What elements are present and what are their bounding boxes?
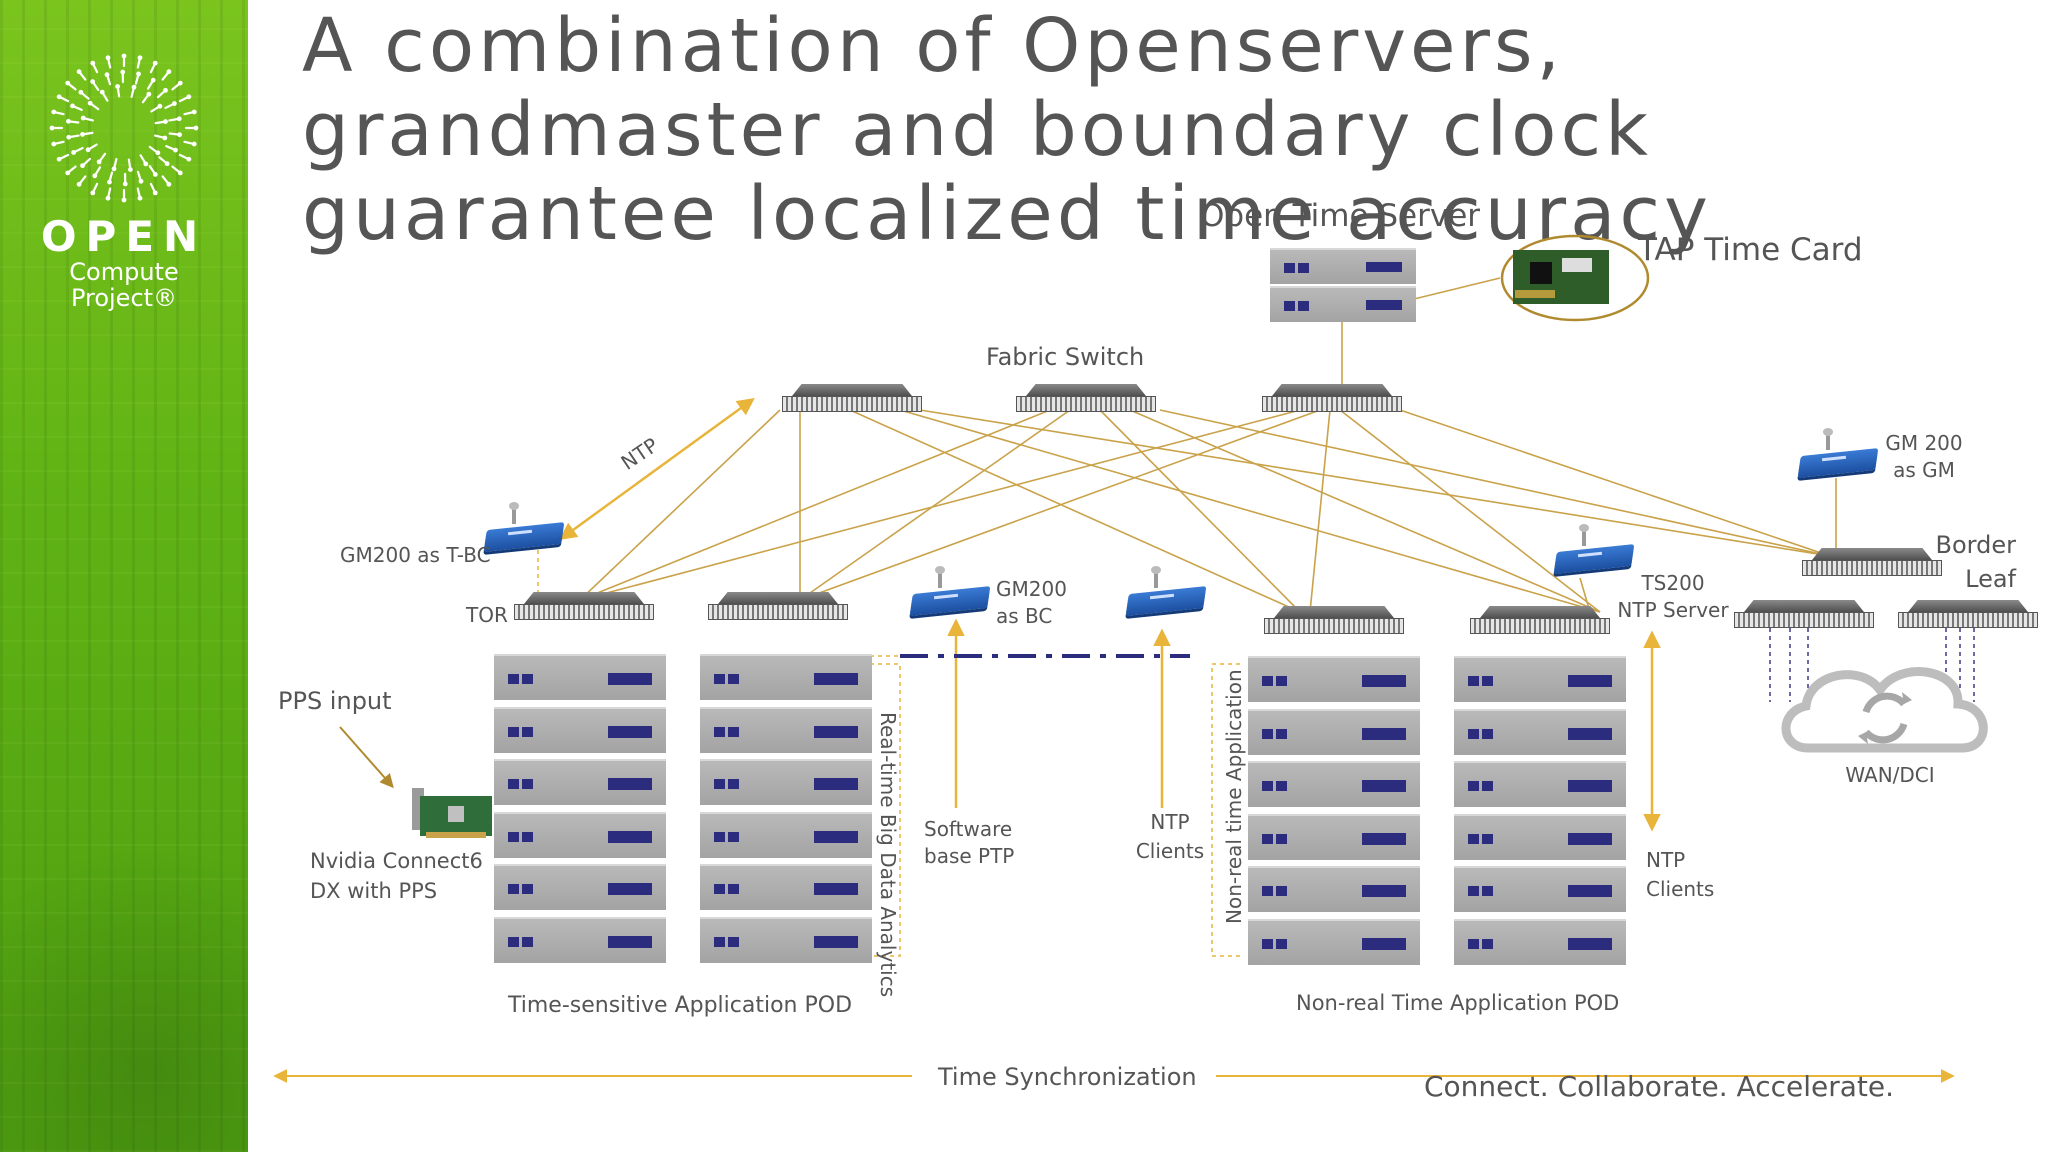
server-icon (494, 864, 666, 911)
realtime-analytics-label: Real-time Big Data Analytics (876, 712, 900, 998)
server-icon (1248, 813, 1420, 860)
nic-card-icon (412, 788, 492, 838)
server-icon (1454, 866, 1626, 913)
tagline: Connect. Collaborate. Accelerate. (1424, 1070, 1895, 1103)
ocp-logo-icon (49, 53, 199, 203)
gm200-tbc-label: GM200 as T-BC (340, 543, 491, 567)
nonrealtime-app-label: Non-real time Application (1222, 669, 1246, 924)
grandmaster-icon (483, 502, 565, 554)
open-time-server-unit (1270, 286, 1416, 322)
border-leaf-switch-icon (1734, 600, 1874, 630)
fabric-switch-label: Fabric Switch (986, 343, 1145, 371)
server-icon (494, 759, 666, 806)
server-icon (1454, 656, 1626, 702)
server-icon (1248, 708, 1420, 755)
slide-title: A combination of Openservers, grandmaste… (302, 3, 1712, 257)
server-icon (494, 654, 666, 700)
grandmaster-icon (909, 566, 991, 618)
server-icon (700, 706, 872, 753)
leaf-switch-icon (1264, 606, 1404, 636)
fabric-switch-icon (782, 384, 922, 414)
grandmaster-icon (1553, 524, 1635, 576)
server-icon (1454, 761, 1626, 808)
ts-pod-label: Time-sensitive Application POD (508, 993, 853, 1018)
server-icon (700, 811, 872, 858)
border-leaf-switch-icon (1802, 548, 1942, 578)
server-icon (1248, 761, 1420, 808)
server-icon (1454, 813, 1626, 860)
wan-dci-label: WAN/DCI (1845, 763, 1935, 787)
open-time-server-unit (1270, 248, 1416, 284)
border-leaf-switch-icon (1898, 600, 2038, 630)
sidebar-shade (0, 732, 248, 1152)
server-icon (494, 706, 666, 753)
tor-label: TOR (466, 603, 508, 627)
open-time-server-label: Open Time Server (1200, 198, 1481, 234)
pps-input-label: PPS input (278, 687, 392, 715)
server-icon (700, 917, 872, 963)
server-icon (1454, 919, 1626, 965)
server-icon (1248, 656, 1420, 702)
tor-switch-icon (514, 592, 654, 622)
server-icon (700, 759, 872, 806)
brand-sidebar: OPEN Compute Project® (0, 0, 248, 1152)
grandmaster-icon (1797, 428, 1879, 480)
grandmaster-icon (1125, 566, 1207, 618)
fabric-switch-icon (1262, 384, 1402, 414)
brand-wordmark: OPEN (40, 212, 208, 261)
server-icon (1248, 866, 1420, 913)
nrt-pod-label: Non-real Time Application POD (1296, 991, 1620, 1015)
cloud-sync-icon (1781, 667, 1988, 753)
brand-project: Project® (70, 284, 178, 312)
leaf-switch-icon (1470, 606, 1610, 636)
wan-links (1769, 628, 1975, 702)
server-icon (1248, 919, 1420, 965)
tap-time-card-label: TAP Time Card (1638, 232, 1863, 268)
server-icon (700, 654, 872, 700)
time-card-icon (1513, 250, 1609, 304)
fabric-links (579, 277, 1837, 613)
server-icon (494, 917, 666, 963)
server-icon (1454, 708, 1626, 755)
tor-switch-icon (708, 592, 848, 622)
pps-arrow (339, 726, 394, 789)
server-icon (700, 864, 872, 911)
pod-brackets (537, 550, 1240, 957)
time-card-callout (1500, 234, 1650, 322)
ntp-arrow (559, 397, 755, 541)
fabric-switch-icon (1016, 384, 1156, 414)
time-sync-label: Time Synchronization (938, 1063, 1197, 1091)
server-icon (494, 811, 666, 858)
brand-compute: Compute (69, 258, 179, 286)
